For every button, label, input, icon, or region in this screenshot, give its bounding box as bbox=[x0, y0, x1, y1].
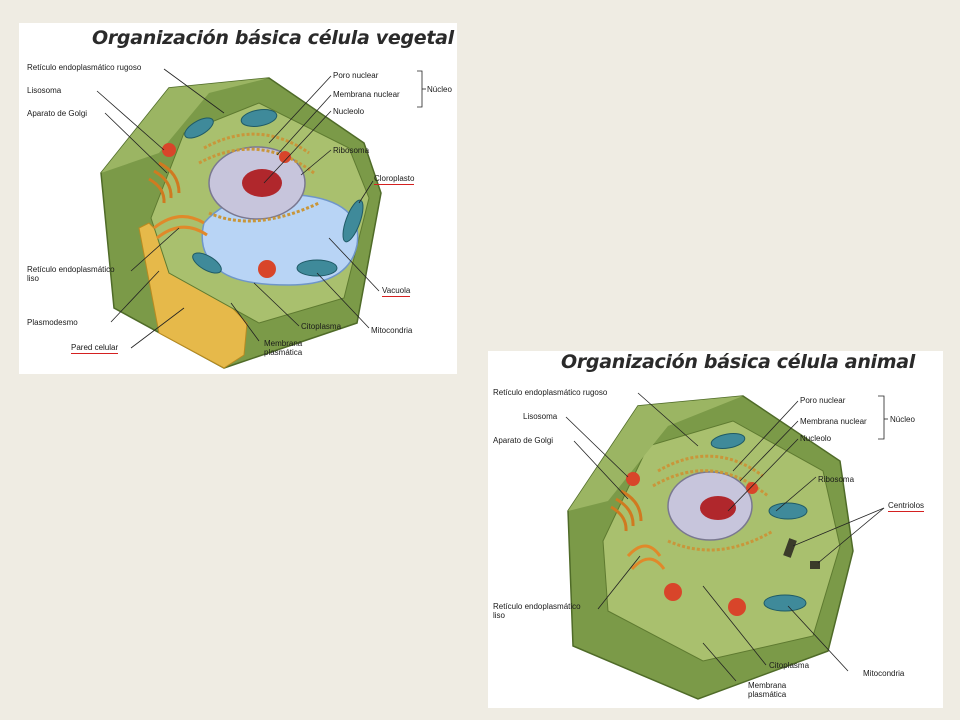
animal-label-rer: Retículo endoplasmático rugoso bbox=[493, 388, 608, 397]
animal-label-ribosoma: Ribosoma bbox=[818, 475, 855, 484]
plant-label-vacuola: Vacuola bbox=[382, 286, 411, 297]
animal-label-nucleolo: Nucleolo bbox=[800, 434, 832, 443]
golgi bbox=[610, 489, 643, 532]
centriole-2 bbox=[810, 561, 820, 569]
animal-label-ser-line1: Retículo endoplasmático bbox=[493, 602, 581, 611]
animal-label-membrana-nuclear: Membrana nuclear bbox=[800, 417, 867, 426]
plant-label-lisosoma: Lisosoma bbox=[27, 86, 62, 95]
lysosome-1 bbox=[626, 472, 640, 486]
plant-label-rer: Retículo endoplasmático rugoso bbox=[27, 63, 142, 72]
mitochondrion-2 bbox=[768, 502, 808, 520]
centriole-1 bbox=[783, 538, 797, 558]
animal-leader-lines bbox=[565, 392, 888, 682]
ser bbox=[153, 215, 208, 240]
plant-label-nucleolo: Nucleolo bbox=[333, 107, 365, 116]
plant-leader-lines bbox=[96, 68, 426, 349]
plant-cell-panel: Organización básica célula vegetal Retíc… bbox=[19, 23, 457, 374]
animal-label-nucleo: Núcleo bbox=[890, 415, 915, 424]
plant-label-poro-nuclear: Poro nuclear bbox=[333, 71, 379, 80]
animal-label-citoplasma: Citoplasma bbox=[769, 661, 810, 670]
mitochondrion-3 bbox=[710, 433, 746, 449]
animal-label-lisosoma: Lisosoma bbox=[523, 412, 558, 421]
animal-cell-panel: Organización básica célula animal Retícu… bbox=[488, 351, 943, 708]
rer bbox=[198, 132, 320, 223]
nucleolus bbox=[242, 169, 282, 197]
lysosome-2 bbox=[746, 482, 758, 494]
ser bbox=[626, 544, 666, 571]
plant-label-membrana-line2: plasmática bbox=[264, 348, 303, 357]
lysosome-3 bbox=[258, 260, 276, 278]
animal-label-membrana-line2: plasmática bbox=[748, 690, 787, 699]
rer bbox=[652, 454, 774, 552]
golgi bbox=[148, 161, 181, 204]
animal-cell-top bbox=[568, 396, 743, 511]
plant-label-ribosoma: Ribosoma bbox=[333, 146, 370, 155]
plant-label-pared: Pared celular bbox=[71, 343, 119, 354]
lysosome-3 bbox=[664, 583, 682, 601]
animal-label-membrana-line1: Membrana bbox=[748, 681, 787, 690]
animal-label-ser-line2: liso bbox=[493, 611, 506, 620]
plant-label-membrana-nuclear: Membrana nuclear bbox=[333, 90, 400, 99]
lysosome-2 bbox=[279, 151, 291, 163]
plant-title: Organización básica célula vegetal bbox=[92, 27, 454, 49]
plant-label-cloroplasto: Cloroplasto bbox=[374, 174, 415, 185]
animal-label-poro-nuclear: Poro nuclear bbox=[800, 396, 846, 405]
lysosome-1 bbox=[162, 143, 176, 157]
mitochondrion-1 bbox=[296, 259, 338, 277]
plant-label-plasmodesmo: Plasmodesmo bbox=[27, 318, 78, 327]
lysosome-4 bbox=[728, 598, 746, 616]
plant-label-membrana-line1: Membrana bbox=[264, 339, 303, 348]
plant-label-ser-line2: liso bbox=[27, 274, 40, 283]
plant-label-citoplasma: Citoplasma bbox=[301, 322, 342, 331]
animal-label-golgi: Aparato de Golgi bbox=[493, 436, 554, 445]
plant-label-mitocondria: Mitocondria bbox=[371, 326, 413, 335]
animal-cell-illustration bbox=[565, 392, 888, 700]
chloroplast-1 bbox=[240, 109, 278, 127]
animal-label-centriolos: Centriolos bbox=[888, 501, 925, 512]
mitochondrion-2 bbox=[192, 252, 222, 274]
animal-label-mitocondria: Mitocondria bbox=[863, 669, 905, 678]
plant-label-ser-line1: Retículo endoplasmático bbox=[27, 265, 115, 274]
animal-title: Organización básica célula animal bbox=[561, 351, 916, 373]
plant-label-nucleo: Núcleo bbox=[427, 85, 452, 94]
mitochondrion-1 bbox=[763, 594, 807, 612]
nucleolus bbox=[700, 496, 736, 520]
chloroplast-3 bbox=[184, 117, 214, 139]
plant-cell-illustration bbox=[96, 68, 426, 369]
plant-label-golgi: Aparato de Golgi bbox=[27, 109, 88, 118]
